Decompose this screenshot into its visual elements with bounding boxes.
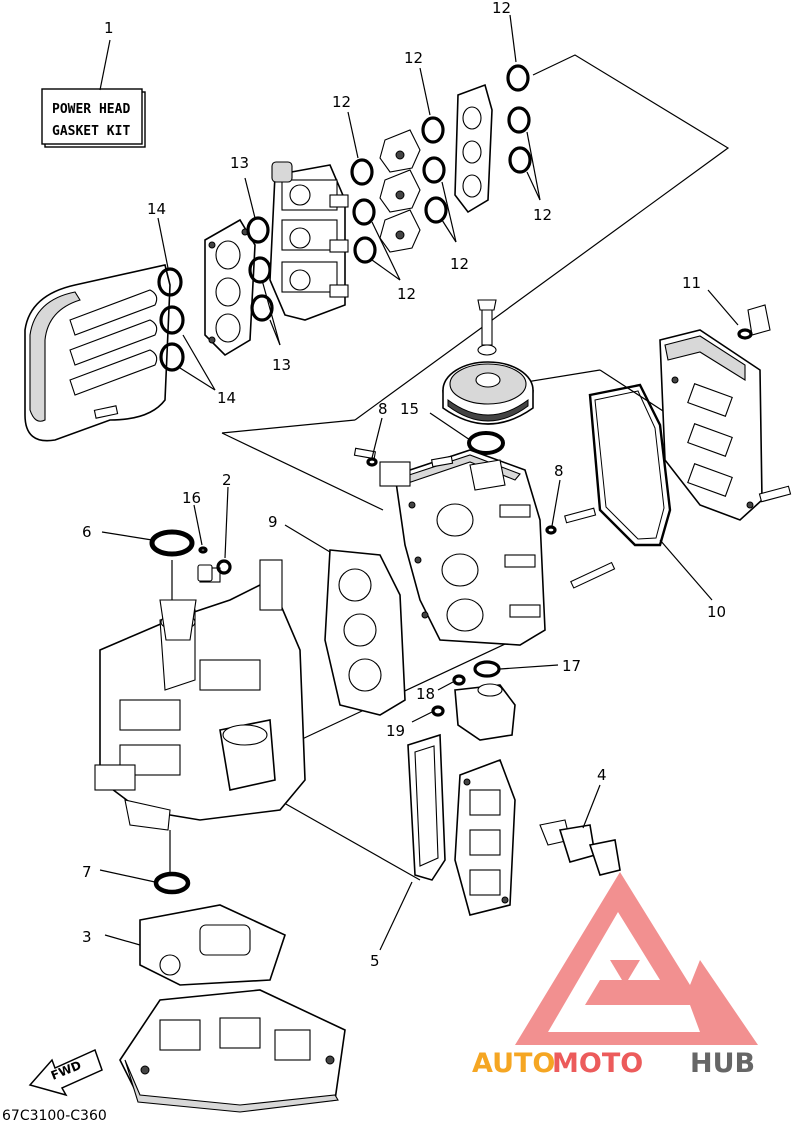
callout-1: 1 (104, 19, 114, 37)
kit-label-line1: POWER HEAD (52, 102, 130, 117)
callout-8b: 8 (554, 462, 564, 480)
callout-12-d: 12 (533, 206, 552, 224)
gasket-10 (588, 383, 713, 601)
crankcase (94, 559, 306, 831)
o-rings-12-middle (419, 67, 457, 243)
callout-16: 16 (182, 489, 201, 507)
gasket-3 (104, 904, 286, 986)
callout-numbers: 1 2 3 4 5 6 7 8 8 9 10 11 12 12 12 12 12… (82, 0, 726, 970)
callout-5: 5 (370, 952, 380, 970)
o-rings-12-right (506, 14, 541, 201)
callout-8a: 8 (378, 400, 388, 418)
forward-arrow-icon: FWD (28, 1048, 103, 1097)
callout-3: 3 (82, 928, 92, 946)
callout-6: 6 (82, 523, 92, 541)
reed-valves (379, 129, 421, 253)
callout-2: 2 (222, 471, 232, 489)
gasket-5 (379, 733, 446, 951)
cylinder-head (353, 417, 616, 646)
callout-7: 7 (82, 863, 92, 881)
reed-plate (454, 83, 493, 214)
lower-casing (119, 989, 346, 1113)
callout-13-bottom: 13 (272, 356, 291, 374)
oil-seal-15 (429, 412, 505, 455)
watermark-logo (515, 872, 758, 1045)
diagram-code: 67C3100-C360 (2, 1108, 107, 1124)
watermark-word-moto: MOTO (552, 1048, 643, 1079)
callout-14-bottom: 14 (217, 389, 236, 407)
watermark-word-hub: HUB (690, 1048, 755, 1079)
head-gasket-9 (284, 524, 406, 716)
carburetor-assembly (269, 161, 349, 321)
callout-18: 18 (416, 685, 435, 703)
exhaust-cover (24, 264, 171, 442)
callout-19: 19 (386, 722, 405, 740)
callout-12-f: 12 (397, 285, 416, 303)
cylinder-head-cover (659, 289, 792, 521)
callout-12-top: 12 (492, 0, 511, 17)
flywheel (442, 299, 534, 425)
callout-13-top: 13 (230, 154, 249, 172)
parts-16-2 (193, 486, 232, 582)
oil-seal-6 (101, 529, 195, 557)
intake-plate (204, 218, 256, 357)
callout-14-top: 14 (147, 200, 166, 218)
gasket-kit-label: POWER HEAD GASKET KIT (41, 39, 146, 148)
thermostat-housing (411, 660, 559, 741)
callout-4: 4 (597, 766, 607, 784)
oil-seal-7 (99, 869, 191, 895)
callout-10: 10 (707, 603, 726, 621)
callout-9: 9 (268, 513, 278, 531)
callout-12-e: 12 (450, 255, 469, 273)
callout-12-c: 12 (332, 93, 351, 111)
watermark-word-auto: AUTO (472, 1048, 555, 1079)
part-4-valve (539, 784, 621, 876)
callout-12-b: 12 (404, 49, 423, 67)
callout-17: 17 (562, 657, 581, 675)
o-rings-14 (157, 217, 216, 391)
o-rings-12-left (347, 111, 401, 281)
watermark-text: AUTO MOTO HUB (472, 1048, 755, 1079)
callout-15: 15 (400, 400, 419, 418)
o-rings-13 (244, 177, 281, 346)
kit-label-line2: GASKET KIT (52, 124, 130, 139)
water-jacket-cover (454, 758, 516, 916)
callout-11: 11 (682, 274, 701, 292)
